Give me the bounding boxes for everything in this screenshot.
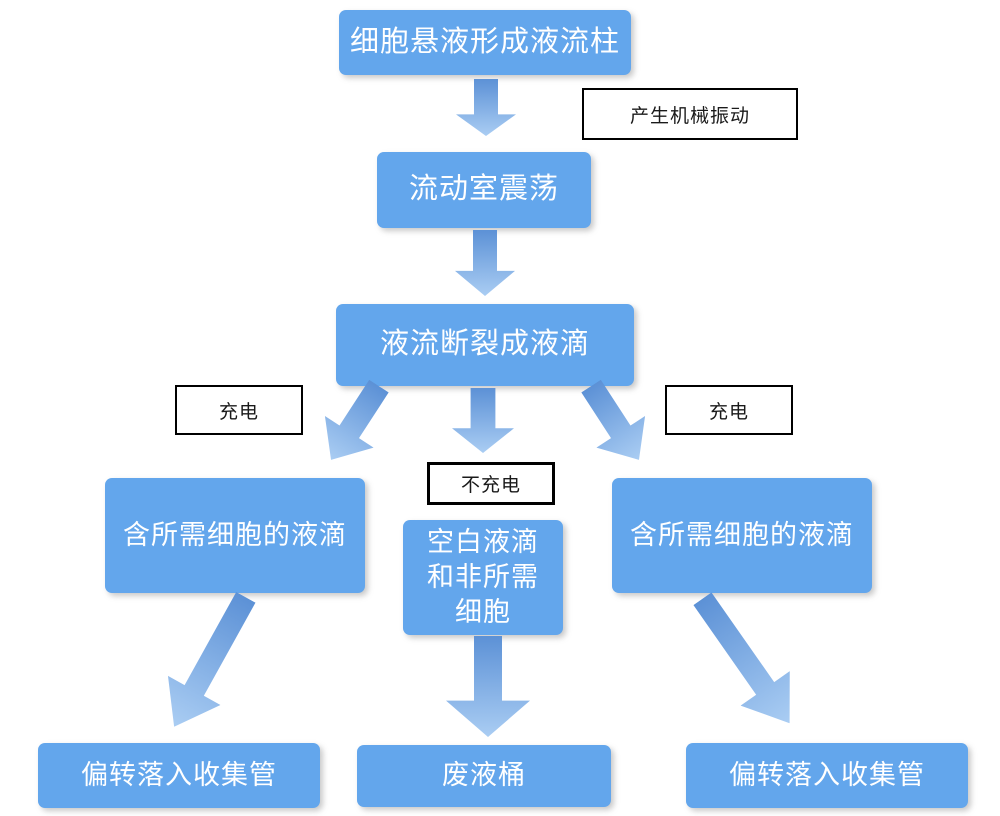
node-stream-breaks: 液流断裂成液滴 bbox=[336, 304, 634, 386]
label-charge-right: 充电 bbox=[665, 385, 793, 435]
label-charge-left: 充电 bbox=[175, 385, 303, 435]
arrow-suspension-to-chamber-icon bbox=[456, 79, 516, 136]
node-desired-cells-left: 含所需细胞的液滴 bbox=[105, 478, 365, 593]
node-flow-chamber: 流动室震荡 bbox=[377, 152, 591, 228]
arrow-breaks-to-desired-right-icon bbox=[567, 370, 664, 475]
arrow-blank-to-waste-icon bbox=[446, 636, 530, 737]
label-no-charge: 不充电 bbox=[427, 462, 555, 505]
node-collect-right: 偏转落入收集管 bbox=[686, 743, 968, 808]
label-mechanical-vibration: 产生机械振动 bbox=[582, 88, 798, 140]
arrow-chamber-to-breaks-icon bbox=[455, 230, 515, 296]
node-waste-bucket: 废液桶 bbox=[357, 745, 611, 807]
node-collect-left: 偏转落入收集管 bbox=[38, 743, 320, 808]
arrow-desired-left-to-collect-icon bbox=[148, 583, 272, 742]
node-blank-droplets: 空白液滴和非所需细胞 bbox=[403, 520, 563, 635]
node-cell-suspension: 细胞悬液形成液流柱 bbox=[339, 10, 631, 75]
node-desired-cells-right: 含所需细胞的液滴 bbox=[612, 478, 872, 593]
arrow-desired-right-to-collect-icon bbox=[678, 582, 814, 741]
arrow-breaks-to-desired-left-icon bbox=[307, 370, 404, 475]
arrow-breaks-to-blank-icon bbox=[452, 388, 514, 453]
